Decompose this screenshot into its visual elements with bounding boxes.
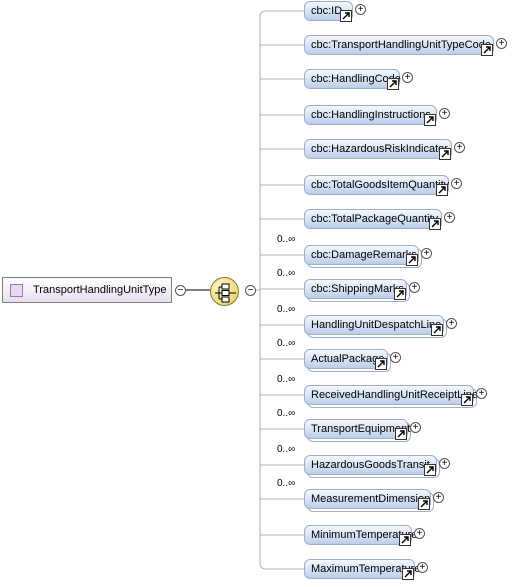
element-label: cbc:TransportHandlingUnitTypeCode	[311, 39, 491, 51]
reference-arrow-icon[interactable]	[395, 428, 407, 440]
cardinality-label: 0..∞	[277, 478, 296, 489]
cardinality-label: 0..∞	[277, 408, 296, 419]
element-label: cbc:HandlingCode	[311, 73, 401, 85]
expand-plus-icon[interactable]: +	[433, 492, 444, 503]
reference-arrow-icon[interactable]	[429, 218, 441, 230]
collapse-root-icon[interactable]: −	[175, 285, 186, 296]
expand-plus-icon[interactable]: +	[410, 422, 421, 433]
reference-arrow-icon[interactable]	[399, 534, 411, 546]
root-type-node[interactable]: TransportHandlingUnitType	[2, 277, 172, 303]
reference-arrow-icon[interactable]	[340, 10, 352, 22]
expand-plus-icon[interactable]: +	[454, 142, 465, 153]
element-label: MaximumTemperature	[311, 563, 421, 575]
schema-element[interactable]: cbc:DamageRemarks	[304, 245, 419, 265]
element-label: TransportEquipment	[311, 423, 411, 435]
expand-plus-icon[interactable]: +	[417, 562, 428, 573]
cardinality-label: 0..∞	[277, 338, 296, 349]
reference-arrow-icon[interactable]	[424, 464, 436, 476]
schema-element[interactable]: cbc:ShippingMarks	[304, 279, 407, 299]
schema-element[interactable]: ReceivedHandlingUnitReceiptLine	[304, 385, 478, 405]
expand-plus-icon[interactable]: +	[439, 458, 450, 469]
element-label: HazardousGoodsTransit	[311, 459, 430, 471]
reference-arrow-icon[interactable]	[439, 148, 451, 160]
reference-arrow-icon[interactable]	[406, 254, 418, 266]
schema-element[interactable]: cbc:HandlingInstructions	[304, 105, 437, 125]
schema-element[interactable]: cbc:HazardousRiskIndicator	[304, 139, 452, 159]
schema-element[interactable]: cbc:TotalGoodsItemQuantity	[304, 175, 449, 195]
element-label: MeasurementDimension	[311, 493, 431, 505]
sequence-compositor-icon	[215, 283, 236, 303]
element-label: ReceivedHandlingUnitReceiptLine	[311, 389, 478, 401]
element-label: cbc:HandlingInstructions	[311, 109, 431, 121]
expand-plus-icon[interactable]: +	[414, 528, 425, 539]
expand-plus-icon[interactable]: +	[446, 318, 457, 329]
schema-element[interactable]: MeasurementDimension	[304, 489, 431, 509]
reference-arrow-icon[interactable]	[387, 78, 399, 90]
complex-type-icon	[10, 283, 23, 297]
expand-plus-icon[interactable]: +	[439, 108, 450, 119]
expand-plus-icon[interactable]: +	[409, 282, 420, 293]
cardinality-label: 0..∞	[277, 268, 296, 279]
cardinality-label: 0..∞	[277, 304, 296, 315]
reference-arrow-icon[interactable]	[436, 184, 448, 196]
expand-plus-icon[interactable]: +	[390, 352, 401, 363]
reference-arrow-icon[interactable]	[394, 288, 406, 300]
schema-element[interactable]: cbc:HandlingCode	[304, 69, 401, 89]
reference-arrow-icon[interactable]	[481, 44, 493, 56]
element-label: HandlingUnitDespatchLine	[311, 319, 442, 331]
reference-arrow-icon[interactable]	[418, 498, 430, 510]
reference-arrow-icon[interactable]	[402, 568, 414, 580]
element-label: cbc:ShippingMarks	[311, 283, 404, 295]
schema-element[interactable]: HazardousGoodsTransit	[304, 455, 437, 475]
reference-arrow-icon[interactable]	[431, 324, 443, 336]
element-label: cbc:HazardousRiskIndicator	[311, 143, 448, 155]
expand-plus-icon[interactable]: +	[402, 72, 413, 83]
reference-arrow-icon[interactable]	[375, 358, 387, 370]
cardinality-label: 0..∞	[277, 444, 296, 455]
sequence-compositor[interactable]	[210, 277, 239, 306]
schema-element[interactable]: TransportEquipment	[304, 419, 411, 439]
expand-plus-icon[interactable]: +	[421, 248, 432, 259]
cardinality-label: 0..∞	[277, 234, 296, 245]
element-label: MinimumTemperature	[311, 529, 418, 541]
collapse-sequence-icon[interactable]: −	[245, 285, 256, 296]
element-label: cbc:TotalGoodsItemQuantity	[311, 179, 450, 191]
schema-element[interactable]: HandlingUnitDespatchLine	[304, 315, 444, 335]
expand-plus-icon[interactable]: +	[451, 178, 462, 189]
expand-plus-icon[interactable]: +	[444, 212, 455, 223]
expand-plus-icon[interactable]: +	[476, 388, 487, 399]
schema-element[interactable]: cbc:TransportHandlingUnitTypeCode	[304, 35, 494, 55]
reference-arrow-icon[interactable]	[461, 394, 473, 406]
reference-arrow-icon[interactable]	[424, 114, 436, 126]
root-type-label: TransportHandlingUnitType	[33, 284, 167, 296]
schema-element[interactable]: MaximumTemperature	[304, 559, 420, 579]
element-label: cbc:TotalPackageQuantity	[311, 213, 439, 225]
expand-plus-icon[interactable]: +	[496, 38, 507, 49]
element-label: ActualPackage	[311, 353, 385, 365]
schema-element[interactable]: MinimumTemperature	[304, 525, 417, 545]
cardinality-label: 0..∞	[277, 374, 296, 385]
element-label: cbc:DamageRemarks	[311, 249, 417, 261]
expand-plus-icon[interactable]: +	[355, 4, 366, 15]
schema-element[interactable]: ActualPackage	[304, 349, 388, 369]
schema-element[interactable]: cbc:TotalPackageQuantity	[304, 209, 442, 229]
element-label: cbc:ID	[311, 5, 343, 17]
